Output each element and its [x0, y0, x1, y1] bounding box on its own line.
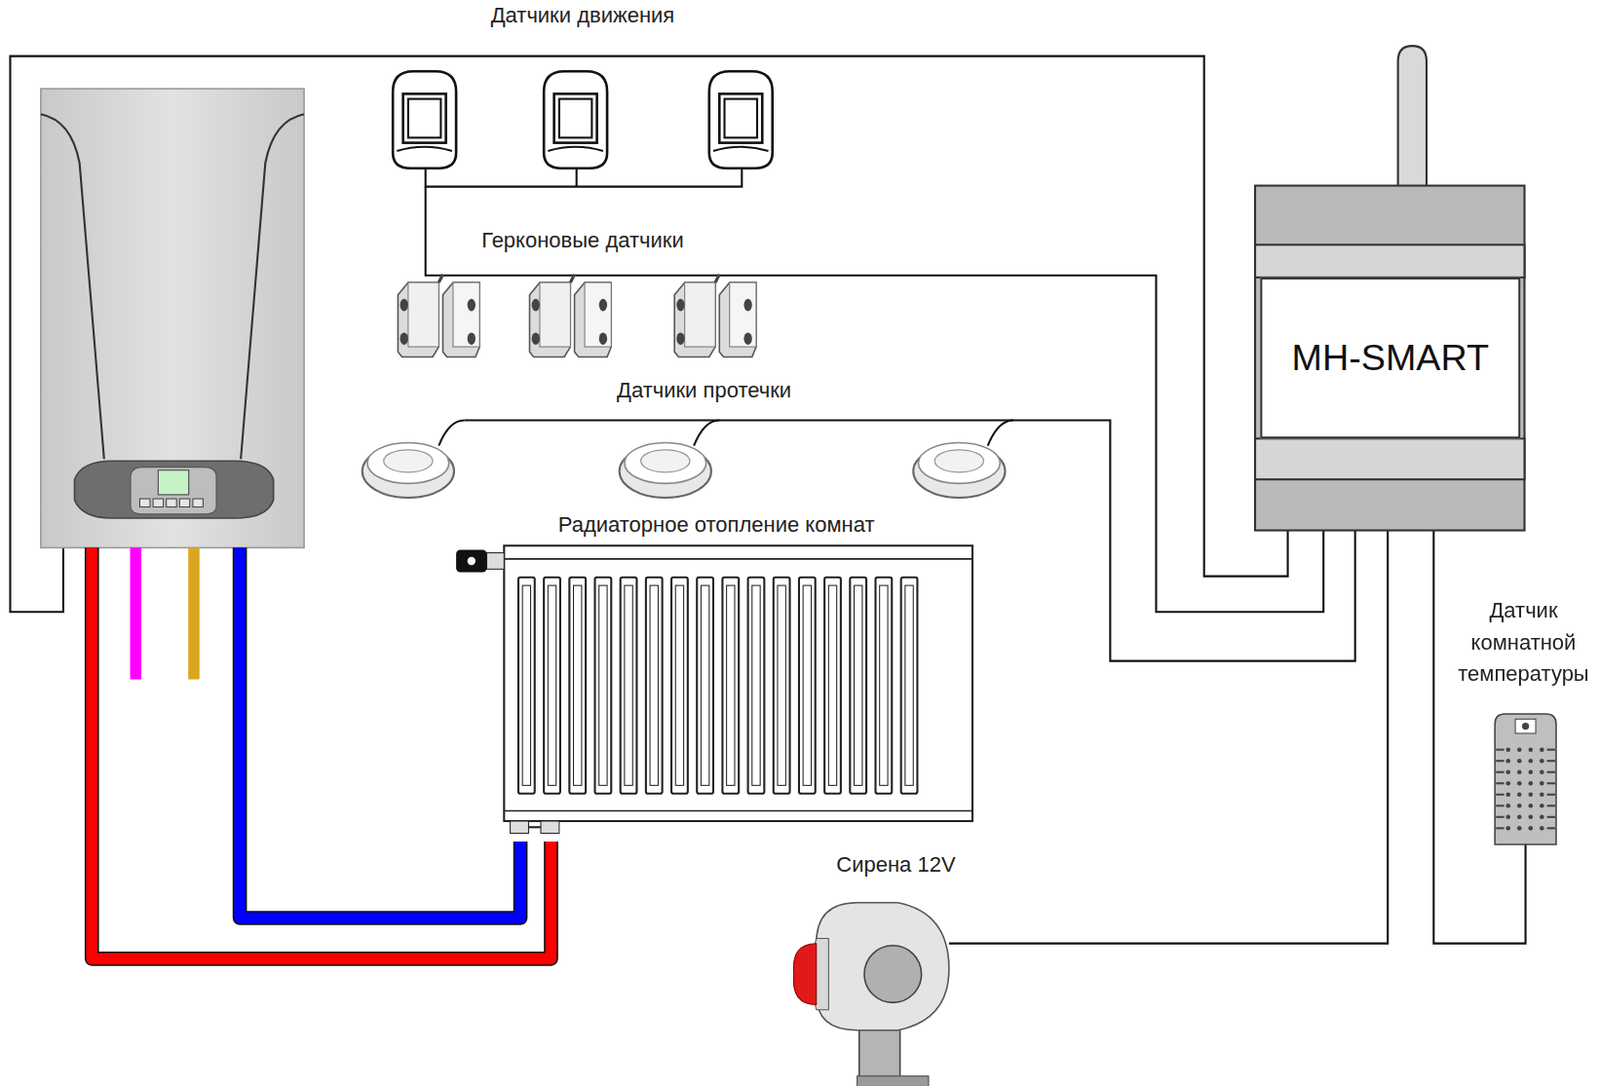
vent-slot — [1495, 804, 1504, 807]
vent-slot — [1547, 782, 1556, 785]
vent-hole — [1527, 803, 1533, 809]
vent-hole — [1505, 826, 1511, 832]
radiator-fin — [901, 577, 918, 795]
vent-hole — [1527, 815, 1533, 821]
radiator-fin-inner — [752, 585, 761, 786]
vent-hole — [1527, 747, 1533, 753]
vent-hole — [1527, 792, 1533, 798]
radiator-fin-inner — [726, 585, 735, 786]
vent-hole — [1517, 759, 1523, 764]
radiator-fin-inner — [700, 585, 709, 786]
radiator-fin — [696, 577, 714, 795]
vent-slot — [1547, 816, 1556, 819]
vent-hole — [1539, 803, 1545, 809]
vent-slot — [1495, 827, 1504, 830]
vent-slot — [1547, 760, 1556, 762]
wires — [9, 56, 1525, 945]
vent-hole — [1527, 826, 1533, 832]
group-heading: Радиаторное отопление комнат — [554, 511, 879, 538]
vent-slot — [1495, 816, 1504, 819]
vent-slot — [1495, 749, 1504, 752]
vent-hole — [1517, 826, 1523, 832]
vent-slot — [1547, 794, 1556, 797]
device-label: Датчик комнатной температуры — [1447, 593, 1600, 690]
vent-slot — [1547, 827, 1556, 830]
vent-hole — [1539, 769, 1545, 775]
siren — [793, 903, 950, 1086]
radiator-fin — [824, 577, 841, 795]
vent-hole — [1517, 792, 1523, 798]
radiator-fin — [671, 577, 688, 795]
vent-slot — [1495, 794, 1504, 797]
vent-slot — [1547, 804, 1556, 807]
radiator-fin — [646, 577, 663, 795]
radiator-fin — [722, 577, 739, 795]
vent-hole — [1539, 747, 1545, 753]
vent-hole — [1527, 769, 1533, 775]
vent-hole — [1505, 803, 1511, 809]
vent-hole — [1505, 781, 1511, 787]
radiator-fin — [799, 577, 816, 795]
radiator-fin-inner — [879, 585, 888, 786]
temperature-sensor — [1494, 714, 1557, 845]
radiator-fin-inner — [905, 585, 914, 786]
radiator-fin-inner — [802, 585, 811, 786]
device-label: Сирена 12V — [832, 851, 960, 878]
vent-hole — [1517, 769, 1523, 775]
radiator-fin — [748, 577, 765, 795]
controller-housing — [1255, 45, 1524, 531]
radiator-fin — [518, 577, 535, 795]
vent-hole — [1517, 803, 1523, 809]
radiator-fin — [773, 577, 791, 795]
pipes — [91, 547, 551, 959]
vent-hole — [1505, 815, 1511, 821]
radiator-fin-inner — [649, 585, 658, 786]
vent-hole — [1539, 781, 1545, 787]
radiator-fin-inner — [854, 585, 863, 786]
group-heading: Герконовые датчики — [477, 228, 688, 255]
vent-hole — [1527, 781, 1533, 787]
vent-hole — [1517, 781, 1523, 787]
radiator-fin — [875, 577, 892, 795]
vent-hole — [1527, 759, 1533, 764]
radiator-fin-inner — [599, 585, 608, 786]
radiator-fin-inner — [547, 585, 556, 786]
radiator-fin-inner — [777, 585, 786, 786]
radiator-fin-inner — [828, 585, 837, 786]
vent-hole — [1517, 815, 1523, 821]
radiator-fin — [543, 577, 561, 795]
vent-slot — [1495, 771, 1504, 774]
vent-hole — [1505, 769, 1511, 775]
vent-hole — [1539, 826, 1545, 832]
group-heading: Датчики движения — [486, 1, 679, 29]
vent-slot — [1547, 771, 1556, 774]
vent-hole — [1539, 815, 1545, 821]
radiator-fin-inner — [675, 585, 684, 786]
gas-boiler — [40, 88, 305, 548]
vent-slot — [1495, 760, 1504, 762]
radiator-fin-inner — [573, 585, 582, 786]
vent-hole — [1505, 792, 1511, 798]
vent-slot — [1547, 749, 1556, 752]
radiator-fin-inner — [522, 585, 531, 786]
radiator — [456, 545, 973, 834]
vent-hole — [1505, 747, 1511, 753]
vent-hole — [1539, 759, 1545, 764]
radiator-fin — [849, 577, 867, 795]
device-name: MH-SMART — [1292, 337, 1489, 381]
radiator-fin — [569, 577, 586, 795]
controller-panel: MH-SMART — [1259, 277, 1521, 439]
vent-hole — [1505, 759, 1511, 764]
radiator-fin-inner — [624, 585, 633, 786]
vent-hole — [1517, 747, 1523, 753]
vent-hole — [1539, 792, 1545, 798]
radiator-fin — [595, 577, 612, 795]
radiator-fin — [620, 577, 638, 795]
vent-slot — [1495, 782, 1504, 785]
group-heading: Датчики протечки — [612, 377, 796, 404]
